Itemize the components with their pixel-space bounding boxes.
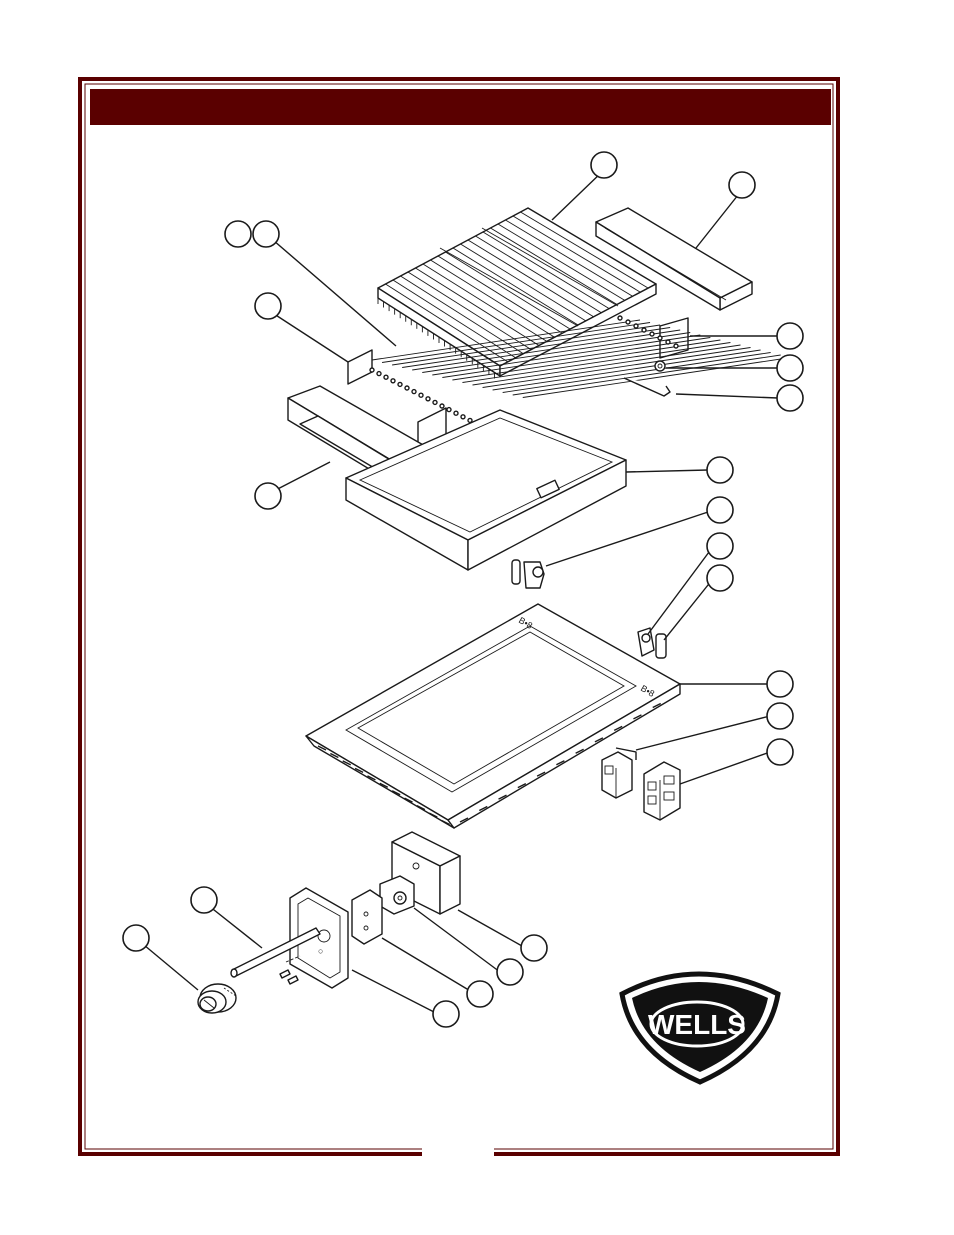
- callout-circle: [707, 533, 733, 559]
- callout-circle: [591, 152, 617, 178]
- element-stud: [658, 336, 662, 340]
- callout-circle: [255, 483, 281, 509]
- element-stud: [626, 320, 630, 324]
- callout-circle: [225, 221, 251, 247]
- element-stud: [666, 340, 670, 344]
- element-stud: [426, 397, 430, 401]
- hinge-bracket: [512, 560, 544, 588]
- thermostat: [380, 876, 414, 914]
- callout-circle: [707, 565, 733, 591]
- element-stud: [405, 386, 409, 390]
- element-stud: [384, 375, 388, 379]
- callout-circle: [777, 385, 803, 411]
- callout-circle: [497, 959, 523, 985]
- pin-clip: [656, 634, 666, 658]
- element-stud: [634, 324, 638, 328]
- element-stud: [618, 316, 622, 320]
- element-stud: [412, 390, 416, 394]
- callout-circle: [777, 323, 803, 349]
- element-stud: [398, 382, 402, 386]
- callout-circle: [767, 739, 793, 765]
- terminal-block: [644, 762, 680, 820]
- hinge-bracket-right: [638, 628, 654, 656]
- callout-circle: [253, 221, 279, 247]
- relay: [602, 748, 636, 798]
- callout-circle: [433, 1001, 459, 1027]
- callout-circle: [707, 497, 733, 523]
- callout-circle: [191, 887, 217, 913]
- callout-circle: [255, 293, 281, 319]
- element-stud: [461, 415, 465, 419]
- header-bar: [90, 89, 831, 125]
- element-stud: [370, 368, 374, 372]
- element-stud: [447, 408, 451, 412]
- wells-logo: WELLS: [622, 974, 778, 1082]
- control-knob: [198, 984, 236, 1013]
- callout-circle: [777, 355, 803, 381]
- element-stud: [391, 379, 395, 383]
- callout-circle: [767, 671, 793, 697]
- logo-text: WELLS: [648, 1009, 746, 1040]
- element-stud: [419, 393, 423, 397]
- element-stud: [454, 411, 458, 415]
- rear-bracket: [624, 361, 670, 396]
- callout-circle: [467, 981, 493, 1007]
- element-stud: [377, 372, 381, 376]
- callout-circle: [123, 925, 149, 951]
- element-stud: [650, 332, 654, 336]
- mounting-bracket: [352, 890, 382, 944]
- callout-circle: [707, 457, 733, 483]
- element-stud: [440, 404, 444, 408]
- callout-circle: [767, 703, 793, 729]
- element-stud: [468, 418, 472, 422]
- callout-circle: [521, 935, 547, 961]
- element-stud: [674, 344, 678, 348]
- svg-text:○: ○: [318, 946, 323, 956]
- element-stud: [642, 328, 646, 332]
- element-stud: [433, 400, 437, 404]
- callout-circle: [729, 172, 755, 198]
